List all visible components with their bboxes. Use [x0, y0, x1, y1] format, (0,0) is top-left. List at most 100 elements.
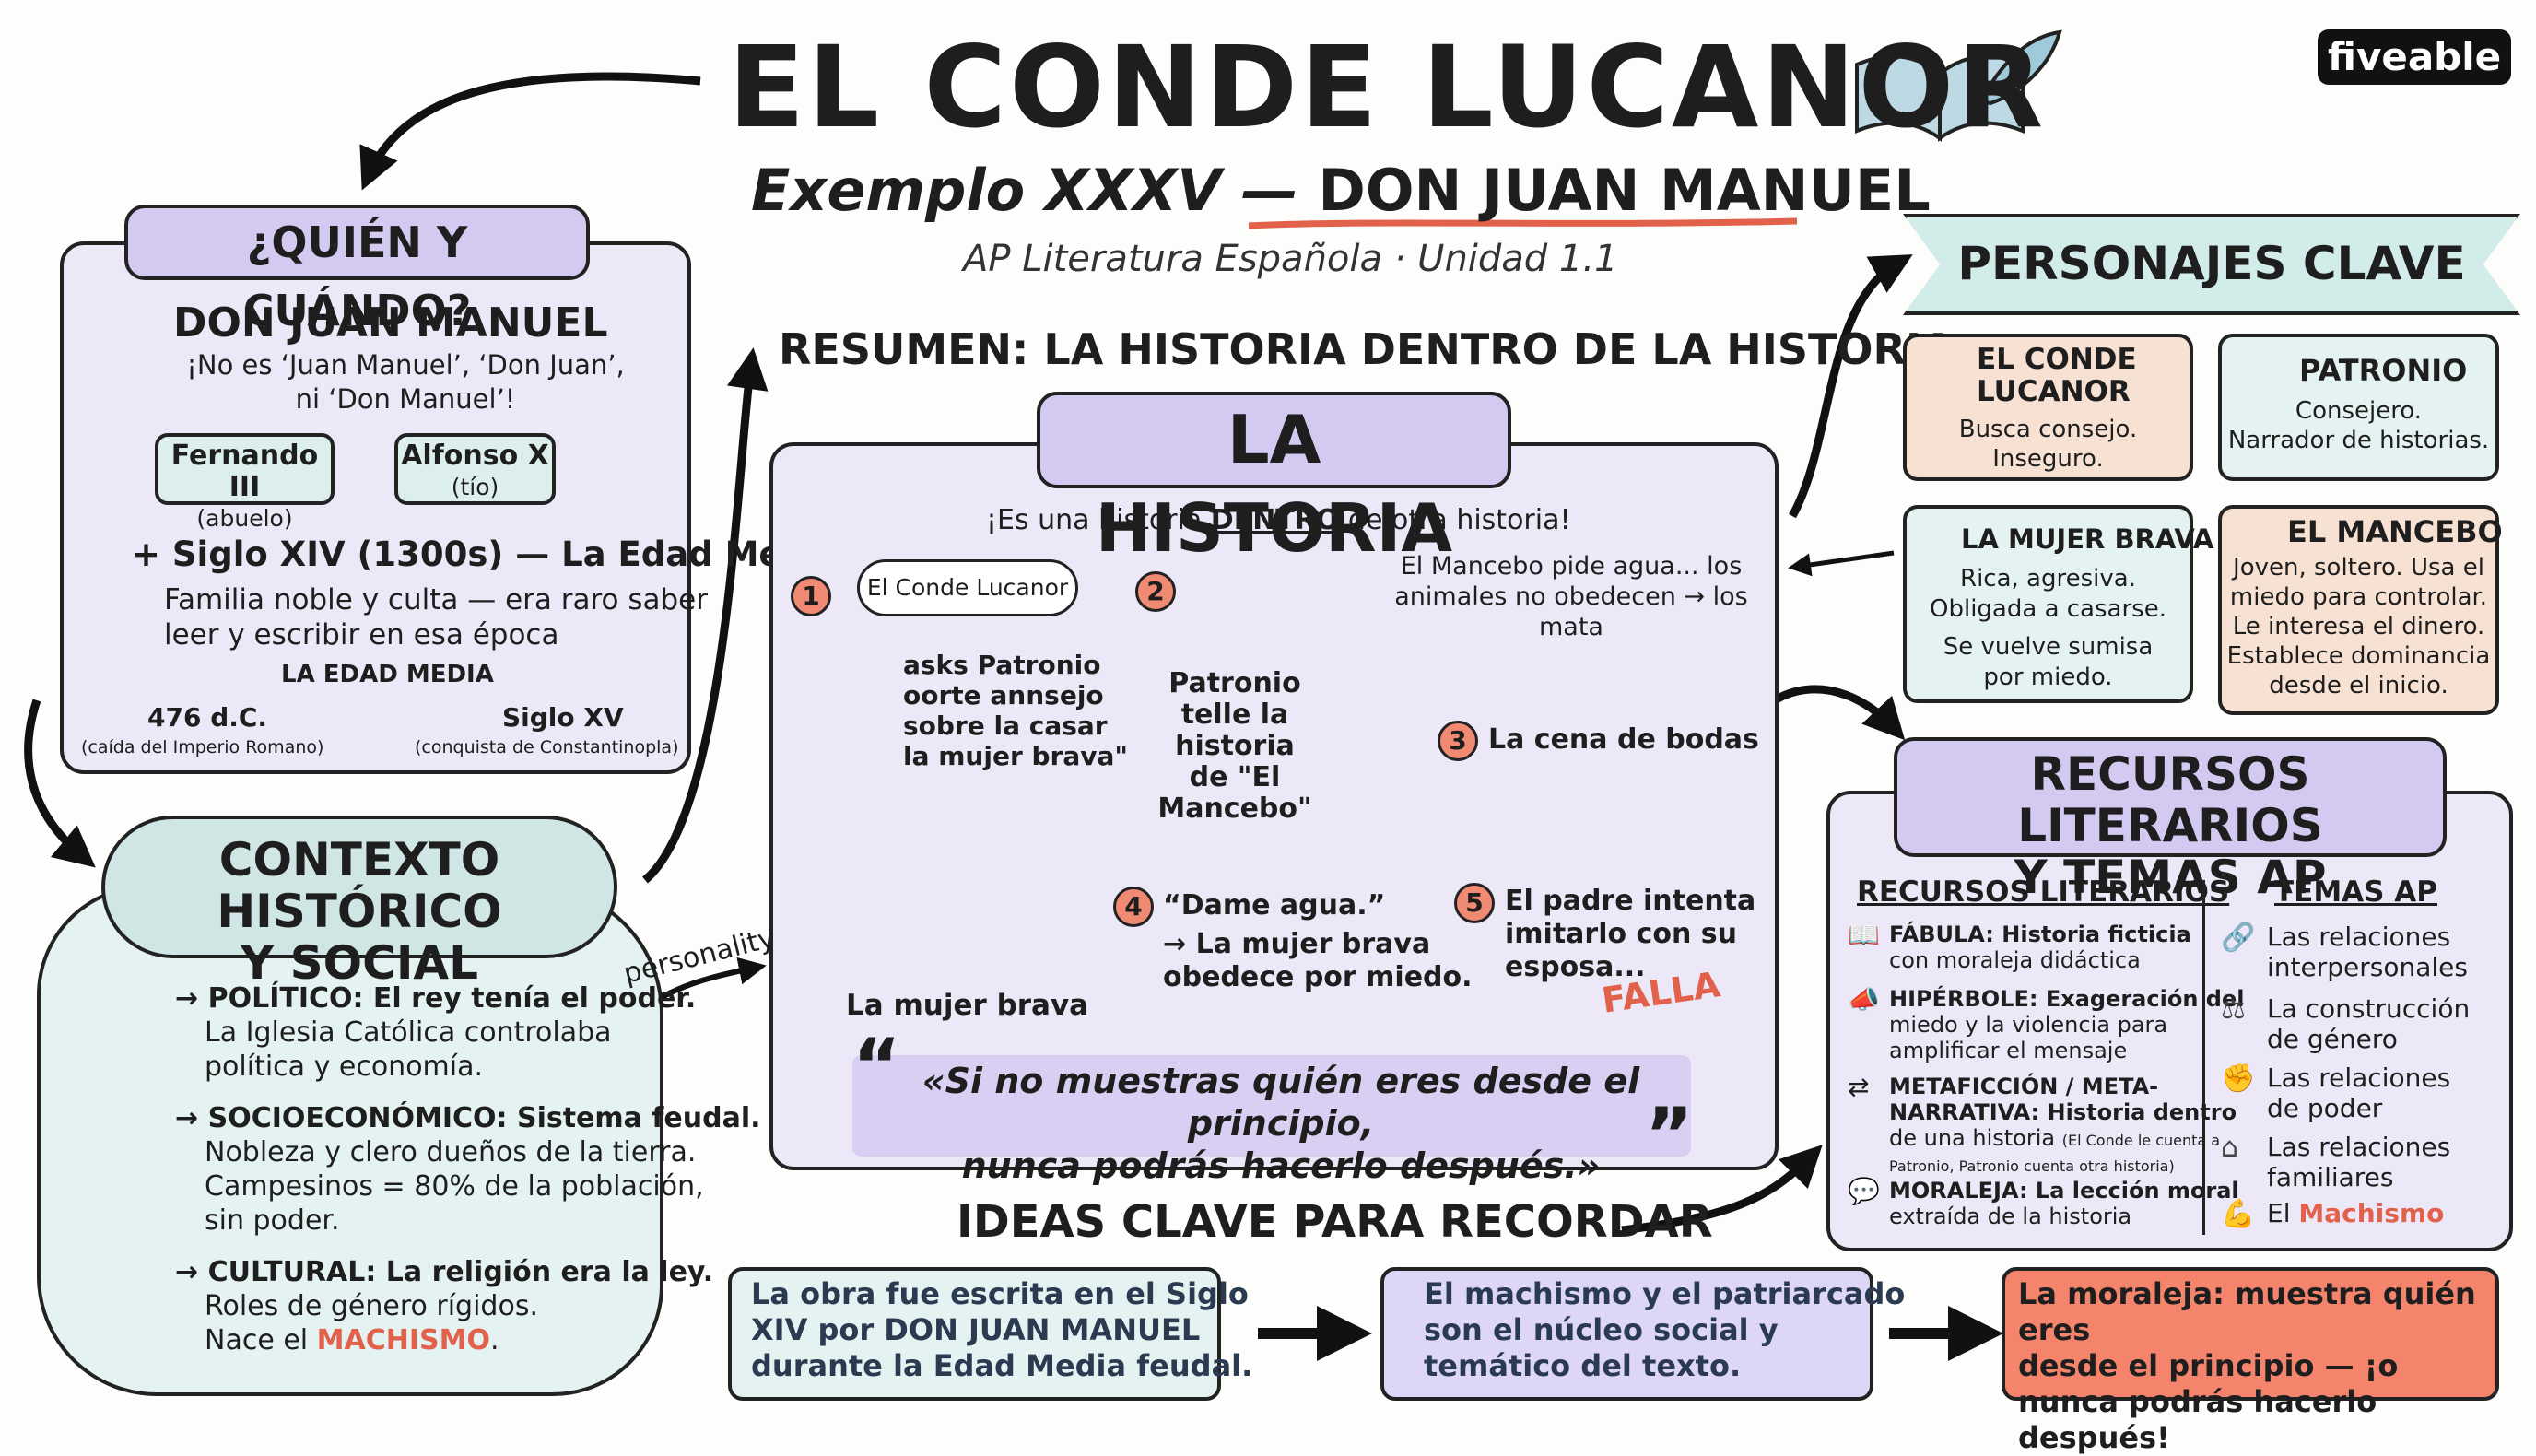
- story-note-post: de otra historia!: [1347, 504, 1571, 536]
- step-5-line3: esposa...: [1505, 951, 1646, 983]
- devices-column-heading: RECURSOS LITERARIOS: [1857, 875, 2230, 909]
- device-moraleja: MORALEJA: La lección moral extraída de l…: [1889, 1178, 2239, 1229]
- speech-icon: 💬: [1848, 1176, 1880, 1206]
- character-patronio-desc-line2: Narrador de historias.: [2227, 427, 2490, 454]
- context-heading-line2: Y SOCIAL: [241, 936, 478, 990]
- character-conde-desc-line2: Inseguro.: [1992, 445, 2104, 473]
- step-1-line1: asks Patronio: [903, 650, 1101, 680]
- step-3-badge: 3: [1438, 721, 1478, 761]
- devices-panel: [1826, 791, 2513, 1251]
- timeline-start-note: (caída del Imperio Romano): [81, 737, 324, 757]
- arrow-ideas-to-devices: [1621, 1145, 1823, 1235]
- course-label: AP Literatura Española · Unidad 1.1: [963, 238, 1618, 280]
- step-5-line1: El padre intenta: [1505, 885, 1756, 917]
- character-mujer-desc-line4: por miedo.: [1983, 663, 2113, 691]
- step-3-text: La cena de bodas: [1488, 723, 1759, 756]
- idea-2-text: El machismo y el patriarcado son el núcl…: [1424, 1276, 1905, 1384]
- summary-heading: RESUMEN: LA HISTORIA DENTRO DE LA HISTOR…: [779, 324, 1955, 374]
- subtitle-prefix: Exemplo XXXV —: [751, 157, 1298, 224]
- muscle-icon: 💪: [2221, 1198, 2256, 1230]
- context-cultural-line1: → CULTURAL: La religión era la ley.: [175, 1256, 714, 1288]
- context-cultural-text: Nace el: [205, 1324, 309, 1356]
- book-mini-icon: 📖: [1848, 920, 1880, 950]
- character-mujer-name: LA MUJER BRAVA: [1961, 523, 2214, 555]
- story-note-pre: ¡Es una historia: [986, 504, 1203, 536]
- idea-3-line2: desde el principio — ¡o: [2018, 1348, 2399, 1383]
- idea-1-line1: La obra fue escrita en el Siglo: [751, 1276, 1249, 1311]
- theme-machismo: El Machismo: [2267, 1198, 2470, 1228]
- subtitle: Exemplo XXXV — DON JUAN MANUEL: [751, 157, 1931, 224]
- relative-alfonso: Alfonso X (tío): [394, 433, 556, 505]
- character-mancebo-desc-line3: Le interesa el dinero.: [2232, 613, 2485, 640]
- close-quote-mark: ”: [1645, 1092, 1694, 1178]
- device-hiperbole-line3: amplificar el mensaje: [1889, 1038, 2128, 1063]
- moral-quote: «Si no muestras quién eres desde el prin…: [885, 1060, 1677, 1187]
- device-metaficcion-text: de una historia: [1889, 1125, 2056, 1151]
- character-conde-name-line2: LUCANOR: [1977, 375, 2131, 408]
- device-metaficcion-line2: NARRATIVA: Historia dentro: [1889, 1099, 2237, 1125]
- idea-card-3: [2002, 1267, 2499, 1401]
- family-text-line1: Familia noble y culta — era raro saber: [164, 583, 708, 616]
- character-mancebo-name: EL MANCEBO: [2287, 514, 2503, 549]
- key-ideas-heading: IDEAS CLAVE PARA RECORDAR: [957, 1196, 1713, 1248]
- page-title: EL CONDE LUCANOR: [728, 22, 2047, 153]
- context-heading-line1: CONTEXTO HISTÓRICO: [217, 833, 502, 938]
- fist-icon: ✊: [2221, 1063, 2256, 1095]
- relative-fernando: Fernando III (abuelo): [155, 433, 335, 532]
- family-text-line2: leer y escribir en esa época: [164, 618, 559, 652]
- step-1-badge: 1: [791, 576, 831, 616]
- timeline-end: Siglo XV: [502, 702, 624, 733]
- idea-3-line3: nunca podrás hacerlo después!: [2018, 1384, 2378, 1455]
- theme-machismo-label: Machismo: [2298, 1198, 2445, 1228]
- relative-fernando-role: (abuelo): [196, 505, 293, 532]
- context-political-line3: política y economía.: [205, 1051, 484, 1083]
- character-mancebo-desc: Joven, soltero. Usa el miedo para contro…: [2218, 553, 2499, 700]
- theme-gender-line2: de género: [2267, 1024, 2398, 1054]
- step-4-text: “Dame agua.” → La mujer brava obedece po…: [1163, 889, 1473, 994]
- idea-1-text: La obra fue escrita en el Siglo XIV por …: [751, 1276, 1252, 1384]
- character-mancebo-card: [2218, 505, 2499, 715]
- characters-heading: PERSONAJES CLAVE: [1957, 237, 2466, 290]
- relative-alfonso-name: Alfonso X: [401, 440, 549, 472]
- who-when-panel: [60, 241, 691, 774]
- woman-label: La mujer brava: [846, 989, 1089, 1022]
- theme-machismo-prefix: El: [2267, 1198, 2291, 1228]
- story-heading: LA HISTORIA: [1037, 392, 1511, 567]
- moral-quote-line2: nunca podrás hacerlo después.»: [961, 1145, 1601, 1186]
- arrow-story-to-characters: [1789, 254, 1913, 519]
- device-fabula: FÁBULA: Historia ficticia con moraleja d…: [1889, 922, 2191, 973]
- theme-power-line2: de poder: [2267, 1093, 2383, 1123]
- character-mujer-desc-line2: Obligada a casarse.: [1930, 595, 2166, 623]
- step-5-line2: imitarlo con su: [1505, 918, 1737, 950]
- relative-fernando-name: Fernando III: [170, 440, 319, 503]
- step-1-line2: oorte annsejo: [903, 680, 1104, 710]
- timeline-end-note: (conquista de Constantinopla): [415, 737, 679, 757]
- themes-column-heading: TEMAS AP: [2274, 875, 2437, 909]
- device-moraleja-line2: extraída de la historia: [1889, 1204, 2132, 1229]
- open-quote-mark: “: [852, 1023, 901, 1109]
- context-socioeconomic: → SOCIOECONÓMICO: Sistema feudal. Noblez…: [175, 1101, 761, 1238]
- idea-1-line3: durante la Edad Media feudal.: [751, 1348, 1253, 1383]
- step-2-line1: Patronio: [1168, 667, 1301, 699]
- step-1-text: asks Patronio oorte annsejo sobre la cas…: [903, 650, 1128, 771]
- devices-divider: [2202, 880, 2205, 1235]
- theme-family-line1: Las relaciones: [2267, 1132, 2451, 1162]
- context-cultural-line2: Roles de género rígidos.: [205, 1290, 538, 1322]
- step-4-line1: “Dame agua.”: [1163, 889, 1386, 922]
- step-4-line3: obedece por miedo.: [1163, 961, 1473, 993]
- context-cloud: [37, 885, 663, 1396]
- step-1-line3: sobre la casar: [903, 710, 1108, 741]
- context-socio-line3: Campesinos = 80% de la población,: [205, 1170, 704, 1203]
- device-fabula-line2: con moraleja didáctica: [1889, 947, 2141, 973]
- context-heading-cloud: [101, 816, 617, 958]
- device-fabula-line1: FÁBULA: Historia ficticia: [1889, 922, 2191, 947]
- who-when-heading: ¿QUIÉN Y CUÁNDO?: [124, 205, 590, 335]
- fiveable-logo[interactable]: fiveable: [2318, 29, 2511, 85]
- step-4-badge: 4: [1113, 887, 1154, 927]
- arrow-who-to-context: [24, 699, 96, 868]
